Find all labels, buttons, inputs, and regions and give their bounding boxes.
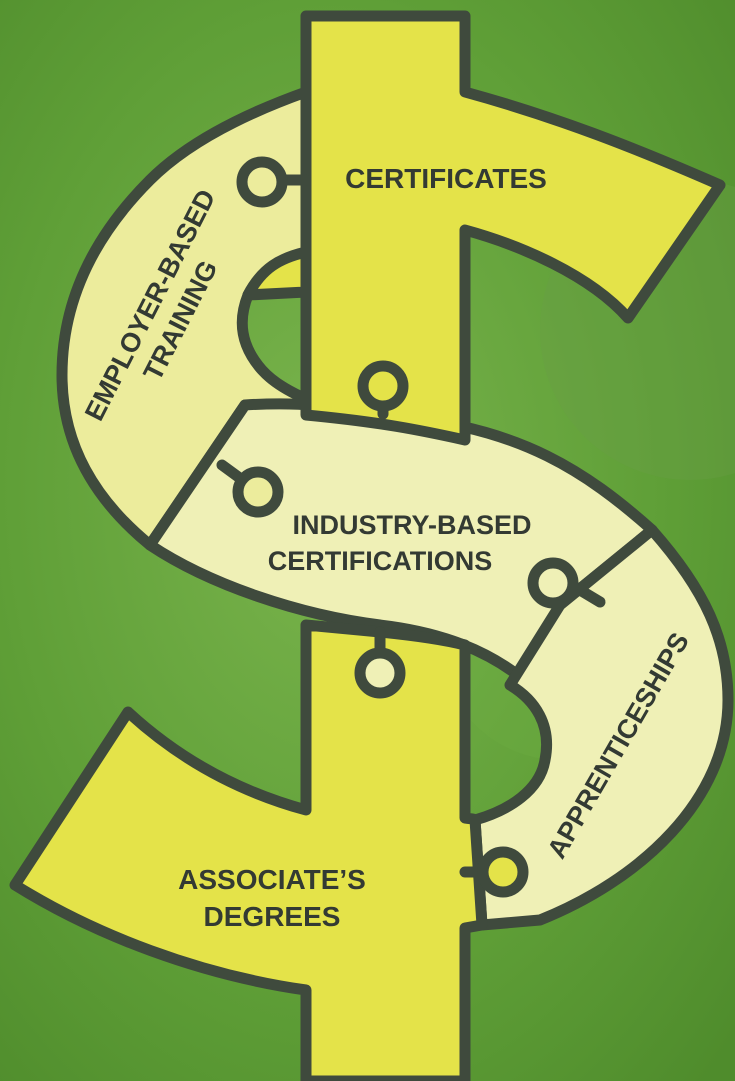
connector-knob-industry-left xyxy=(216,459,284,518)
label-associates-degrees-line2: DEGREES xyxy=(204,901,341,932)
label-associates-degrees-line1: ASSOCIATE’S xyxy=(178,864,366,895)
connector-knob-industry-bottom xyxy=(354,626,406,699)
puzzle-piece-apprenticeships xyxy=(469,524,734,931)
label-industry-based-certifications-line1: INDUSTRY-BASED xyxy=(292,510,531,540)
puzzle-piece-associates-degrees xyxy=(9,619,488,1081)
connector-knob-industry-right xyxy=(527,557,606,609)
connector-knob-industry-top xyxy=(357,360,409,420)
label-industry-based-certifications-line2: CERTIFICATIONS xyxy=(268,546,493,576)
connector-knob-apprenticeships xyxy=(459,846,529,898)
connector-knob-certificates xyxy=(236,156,312,208)
puzzle-piece-certificates xyxy=(242,10,726,446)
label-certificates: CERTIFICATES xyxy=(345,163,547,194)
